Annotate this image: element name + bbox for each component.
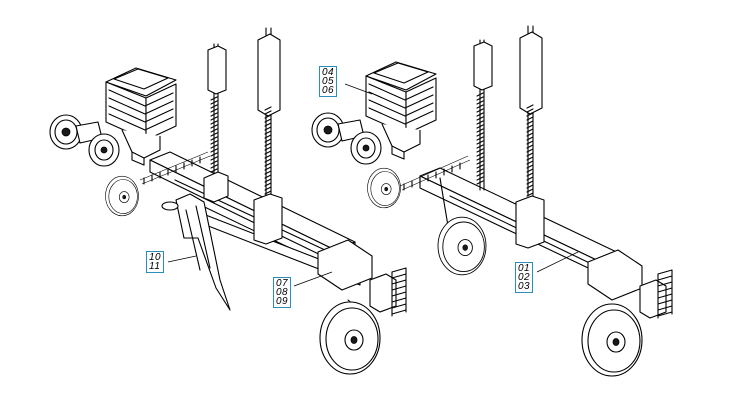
leader-04-06 <box>344 83 373 95</box>
callout-number: 01 <box>518 263 531 274</box>
left-planter-unit <box>49 27 407 375</box>
right-coulter-disc <box>437 216 487 276</box>
callout-10-11: 10 11 <box>146 251 165 273</box>
callout-number: 11 <box>149 261 161 272</box>
callout-01-03: 01 02 03 <box>515 262 534 293</box>
callout-07-09: 07 08 09 <box>273 277 292 308</box>
right-spring-1 <box>476 92 484 185</box>
callout-number: 05 <box>322 76 335 87</box>
left-rear-spring <box>391 267 407 317</box>
leader-07-09 <box>293 271 333 287</box>
right-press-wheel <box>581 303 643 377</box>
left-furrow-opener <box>175 193 231 311</box>
leader-01-03 <box>536 251 579 273</box>
left-clamp <box>253 193 283 245</box>
right-front-disc <box>367 167 401 209</box>
right-clamp <box>515 195 545 249</box>
callout-number: 02 <box>518 272 531 283</box>
right-rear-spring <box>657 269 673 319</box>
left-press-wheel <box>319 301 381 375</box>
right-feeder-wheels <box>311 112 382 165</box>
callout-number: 09 <box>276 296 289 307</box>
callout-number: 04 <box>322 67 335 78</box>
leader-10-11 <box>167 255 197 263</box>
left-rear-bracket <box>317 239 373 291</box>
callout-number: 10 <box>149 252 162 263</box>
callout-04-06: 04 05 06 <box>319 66 338 97</box>
callout-number: 03 <box>518 281 531 292</box>
callout-number: 07 <box>276 278 289 289</box>
callout-number: 08 <box>276 287 289 298</box>
right-planter-unit <box>311 25 673 377</box>
callout-number: 06 <box>322 85 335 96</box>
left-front-disc <box>105 175 139 217</box>
